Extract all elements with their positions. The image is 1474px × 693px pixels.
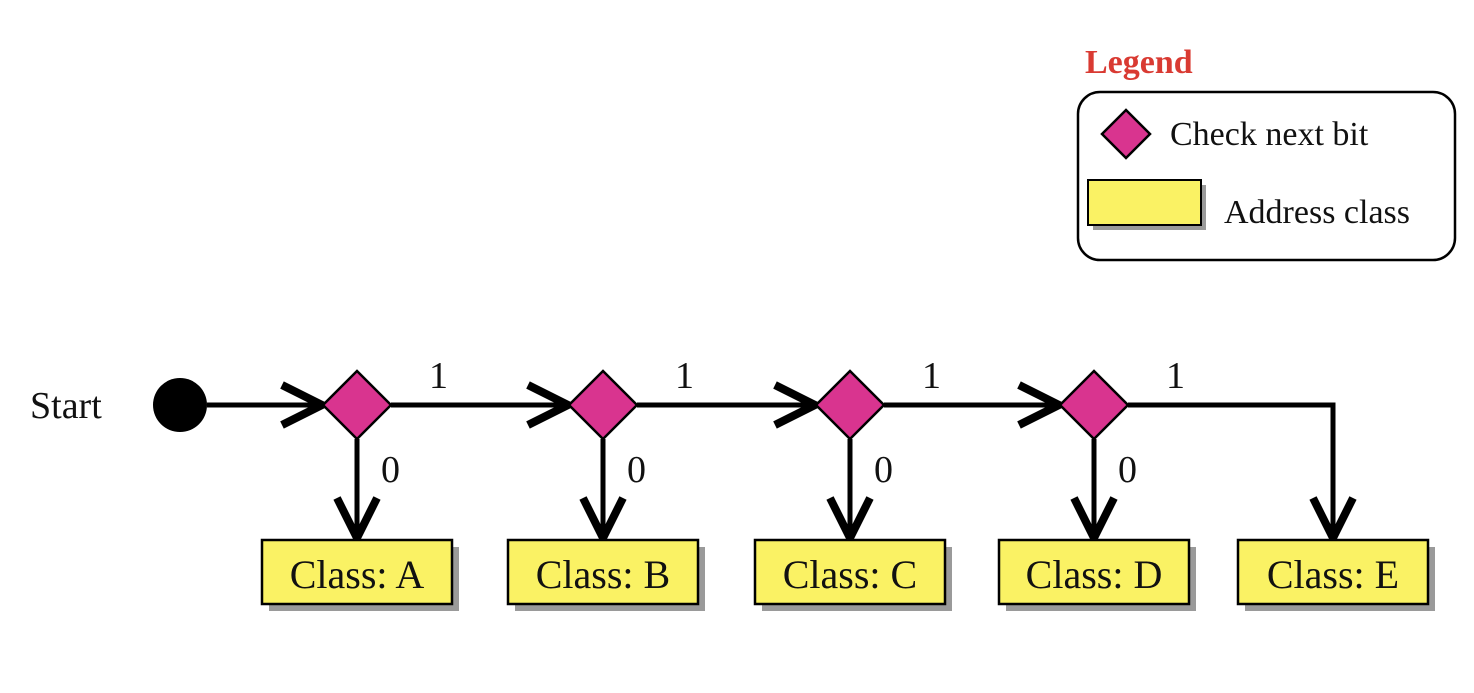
branch-label-1-3: 1 xyxy=(922,355,941,397)
class-label-5: Class: E xyxy=(1267,552,1399,597)
branch-label-0-3: 0 xyxy=(874,449,893,491)
decision-diamond-2 xyxy=(567,369,639,441)
start-label: Start xyxy=(30,385,102,427)
decision-diamond-3 xyxy=(814,369,886,441)
start-node xyxy=(153,378,207,432)
legend-check-next-bit-label: Check next bit xyxy=(1170,116,1369,153)
decision-diamond-1 xyxy=(321,369,393,441)
class-label-1: Class: A xyxy=(290,552,425,597)
class-box-2 xyxy=(506,538,700,606)
decision-diamond-4 xyxy=(1058,369,1130,441)
branch-label-1-1: 1 xyxy=(429,355,448,397)
branch-label-0-4: 0 xyxy=(1118,449,1137,491)
legend-rectangle-icon xyxy=(1087,179,1202,226)
flow-arrow-to-class-e xyxy=(1128,402,1333,538)
class-label-2: Class: B xyxy=(536,552,670,597)
branch-label-0-1: 0 xyxy=(381,449,400,491)
class-label-4: Class: D xyxy=(1026,552,1163,597)
legend-title: Legend xyxy=(1085,44,1193,81)
class-box-4 xyxy=(997,538,1191,606)
class-label-3: Class: C xyxy=(783,552,917,597)
class-box-1 xyxy=(260,538,454,606)
branch-label-1-2: 1 xyxy=(675,355,694,397)
class-box-5 xyxy=(1236,538,1430,606)
legend-diamond-icon xyxy=(1100,108,1152,160)
legend: Legend Check next bit Address class xyxy=(1076,44,1457,262)
branch-label-0-2: 0 xyxy=(627,449,646,491)
class-box-3 xyxy=(753,538,947,606)
branch-label-1-4: 1 xyxy=(1166,355,1185,397)
legend-address-class-label: Address class xyxy=(1224,194,1410,231)
